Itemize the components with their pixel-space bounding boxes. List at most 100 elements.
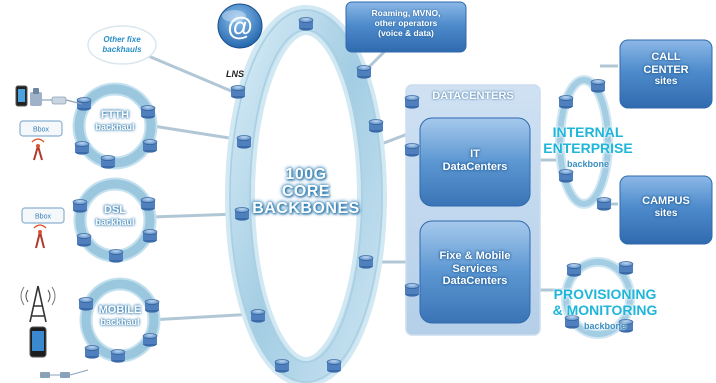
router-icon bbox=[404, 283, 420, 297]
services-datacenters-box bbox=[419, 220, 531, 324]
core-label-line-1: 100G bbox=[285, 166, 327, 183]
router-icon bbox=[78, 297, 94, 311]
internet-at-icon: @ bbox=[217, 3, 263, 49]
core-label: 100G CORE BACKBONES bbox=[246, 166, 366, 217]
svg-text:@: @ bbox=[227, 11, 252, 41]
mobile-label: MOBILE bbox=[98, 304, 142, 316]
internal-enterprise-label: INTERNAL ENTERPRISE backbone bbox=[530, 124, 646, 172]
enterprise-backbone-ring bbox=[555, 75, 613, 209]
router-icon bbox=[140, 105, 156, 119]
call-center-line-2: CENTER bbox=[643, 63, 689, 76]
core-label-line-3: BACKBONES bbox=[252, 200, 360, 217]
provisioning-line-2: & MONITORING bbox=[552, 302, 658, 318]
router-icon bbox=[358, 255, 374, 269]
internal-sub-label: backbone bbox=[566, 159, 609, 169]
link-other-fixe bbox=[145, 53, 237, 95]
link-dsl-core bbox=[150, 212, 239, 219]
internal-label-line-1: INTERNAL bbox=[552, 124, 624, 140]
router-icon bbox=[618, 319, 634, 333]
router-icon bbox=[274, 359, 290, 373]
router-icon bbox=[558, 95, 574, 109]
internal-label-line-2: ENTERPRISE bbox=[543, 140, 633, 156]
router-icon bbox=[142, 333, 158, 347]
devices: Bbox Bbox bbox=[15, 85, 89, 378]
mobile-ring-label: MOBILE backhaul bbox=[88, 304, 152, 327]
router-icon bbox=[590, 79, 606, 93]
router-icon bbox=[558, 169, 574, 183]
roaming-label: Roaming, MVNO, other operators (voice & … bbox=[346, 8, 466, 38]
dsl-label: DSL bbox=[104, 204, 126, 216]
router-icon bbox=[76, 97, 92, 111]
router-icon bbox=[404, 143, 420, 157]
router-icon bbox=[404, 95, 420, 109]
provisioning-sub-label: backbone bbox=[583, 321, 626, 331]
router-icon bbox=[368, 119, 384, 133]
smartphone-icon bbox=[15, 85, 28, 107]
call-center-line-1: CALL bbox=[651, 51, 681, 63]
router-icon bbox=[566, 263, 582, 277]
routers bbox=[72, 17, 634, 373]
campus-line-1: CAMPUS bbox=[642, 195, 690, 207]
bbox-label: Bbox bbox=[33, 127, 49, 134]
router-icon bbox=[84, 345, 100, 359]
core-label-line-2: CORE bbox=[281, 183, 331, 200]
usb-modem-icon bbox=[40, 369, 89, 378]
it-label-line-2: DataCenters bbox=[442, 160, 508, 173]
router-icon bbox=[564, 315, 580, 329]
call-center-box bbox=[619, 39, 713, 109]
dsl-ring-label: DSL backhaul bbox=[85, 204, 145, 227]
router-icon bbox=[74, 141, 90, 155]
router-icon bbox=[144, 299, 160, 313]
mobile-sub-label: backhaul bbox=[100, 316, 140, 327]
link-ftth-core bbox=[152, 124, 243, 142]
link-mobile-core bbox=[149, 312, 257, 322]
bbox-router-icon: Bbox bbox=[19, 120, 63, 137]
campus-label: CAMPUS sites bbox=[620, 195, 712, 219]
other-fixe-label: Other fixe backhauls bbox=[102, 35, 142, 54]
router-icon bbox=[356, 65, 372, 79]
router-icon bbox=[142, 229, 158, 243]
services-label-line-3: DataCenters bbox=[442, 275, 508, 288]
provisioning-label: PROVISIONING & MONITORING backbone bbox=[534, 286, 676, 334]
router-icon bbox=[326, 359, 342, 373]
router-icon bbox=[234, 207, 250, 221]
ftth-label: FTTH bbox=[100, 109, 130, 121]
router-icon bbox=[230, 85, 246, 99]
it-datacenters-label: IT DataCenters bbox=[420, 148, 530, 173]
datacenters-title: DATACENTERS bbox=[432, 90, 514, 102]
ftth-ring-label: FTTH backhaul bbox=[85, 109, 145, 132]
bbox-label: Bbox bbox=[35, 214, 51, 221]
services-label-line-2: Services bbox=[452, 262, 498, 275]
roaming-box bbox=[345, 1, 467, 53]
roaming-label-line-3: (voice & data) bbox=[378, 27, 434, 38]
lns-label: LNS bbox=[226, 69, 244, 79]
cell-tower-icon bbox=[20, 285, 56, 323]
it-label-line-1: IT bbox=[470, 148, 480, 160]
dsl-sub-label: backhaul bbox=[95, 216, 135, 227]
campus-box bbox=[619, 175, 713, 245]
roaming-label-line-2: other operators bbox=[374, 17, 438, 28]
campus-line-2: sites bbox=[654, 207, 678, 219]
services-datacenters-label: Fixe & Mobile Services DataCenters bbox=[420, 250, 530, 288]
call-center-label: CALL CENTER sites bbox=[620, 51, 712, 88]
router-icon bbox=[596, 197, 612, 211]
provisioning-line-1: PROVISIONING bbox=[553, 286, 657, 302]
provisioning-backbone-ring bbox=[561, 257, 635, 339]
modem-small-icon bbox=[51, 96, 67, 105]
router-icon bbox=[140, 197, 156, 211]
router-icon bbox=[76, 233, 92, 247]
router-icon bbox=[108, 249, 124, 263]
router-icon bbox=[236, 135, 252, 149]
call-center-line-3: sites bbox=[654, 76, 678, 88]
other-fixe-bubble bbox=[87, 25, 157, 65]
router-icon bbox=[142, 139, 158, 153]
router-icon bbox=[110, 349, 126, 363]
router-icon bbox=[100, 155, 116, 169]
ftth-sub-label: backhaul bbox=[95, 121, 135, 132]
bbox-router-icon: Bbox bbox=[21, 207, 65, 224]
phone-base-icon bbox=[30, 88, 42, 106]
antenna-tower-icon bbox=[31, 138, 45, 161]
it-datacenters-box bbox=[419, 117, 531, 207]
